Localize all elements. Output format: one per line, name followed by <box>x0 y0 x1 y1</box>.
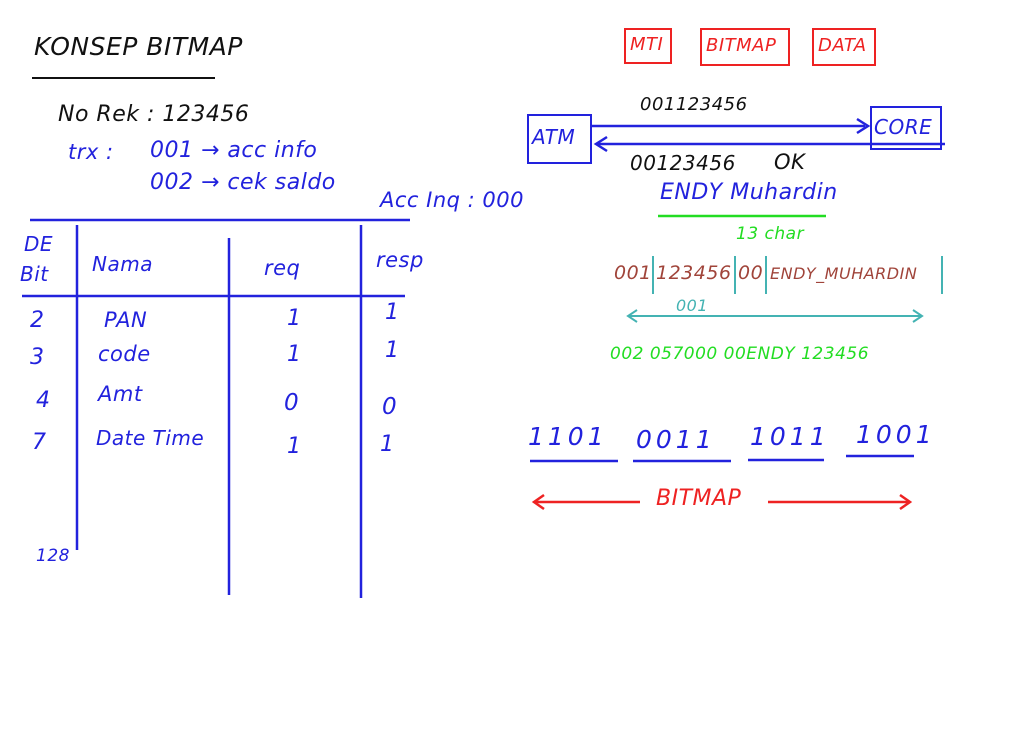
row-bit: 2 <box>30 308 45 333</box>
row-resp: 1 <box>380 432 395 457</box>
data-box <box>812 28 876 66</box>
bitmap-group-2: 0011 <box>636 425 716 454</box>
bitmap-group-1: 1101 <box>528 422 608 451</box>
header-resp: resp <box>376 248 424 272</box>
trx-item-acc-info: 001 → acc info <box>150 138 318 163</box>
bitmap-box <box>700 28 790 66</box>
bitmap-arrow-head-right <box>899 493 913 511</box>
bitmap-group-3: 1011 <box>750 422 830 451</box>
segment-account: 123456 <box>656 262 732 284</box>
span-label: 001 <box>676 296 709 315</box>
header-nama: Nama <box>92 252 153 276</box>
row-nama: Amt <box>98 382 143 406</box>
row-nama: code <box>98 342 151 366</box>
header-bit: Bit <box>20 262 49 286</box>
row-req: 0 <box>284 390 300 416</box>
atm-node <box>527 114 592 164</box>
row-req: 1 <box>287 342 302 367</box>
row-bit: 7 <box>32 430 47 455</box>
core-node <box>870 106 942 150</box>
data-label: DATA <box>818 35 867 56</box>
bitmap-span-label: BITMAP <box>656 486 742 511</box>
span-arrow-head-left <box>626 309 638 323</box>
row-nama: PAN <box>104 308 148 332</box>
atm-label: ATM <box>532 125 576 149</box>
response-arrow-head <box>593 135 608 153</box>
bitmap-arrow-head-left <box>531 493 545 511</box>
row-req: 1 <box>287 306 302 331</box>
segment-name: ENDY_MUHARDIN <box>770 264 918 283</box>
header-req: req <box>264 256 301 280</box>
mti-box <box>624 28 672 64</box>
customer-name: ENDY Muhardin <box>660 180 838 205</box>
row-nama: Date Time <box>96 426 205 450</box>
bitmap-group-4: 1001 <box>856 420 936 449</box>
response-status: OK <box>774 150 806 174</box>
bitmap-part-label: BITMAP <box>706 35 777 56</box>
core-label: CORE <box>874 115 933 139</box>
row-resp: 1 <box>385 338 400 363</box>
last-bit-number: 128 <box>36 546 70 566</box>
segment-code: 00 <box>738 262 764 284</box>
trx-label: trx : <box>68 140 114 164</box>
second-message: 002 057000 00ENDY 123456 <box>610 344 870 364</box>
account-number: No Rek : 123456 <box>58 102 250 127</box>
segment-mti: 001 <box>614 262 652 284</box>
span-arrow-head-right <box>912 309 924 323</box>
char-count: 13 char <box>736 224 805 244</box>
trx-item-cek-saldo: 002 → cek saldo <box>150 170 336 195</box>
mti-label: MTI <box>630 34 664 55</box>
row-bit: 4 <box>36 388 51 413</box>
acc-inquiry-code: Acc Inq : 000 <box>380 188 524 212</box>
response-message: 00123456 <box>630 151 736 175</box>
page-title: KONSEP BITMAP <box>34 32 243 61</box>
row-req: 1 <box>287 434 302 459</box>
request-message: 001123456 <box>640 94 748 115</box>
row-resp: 1 <box>385 300 400 325</box>
row-resp: 0 <box>382 394 398 420</box>
row-bit: 3 <box>30 345 45 370</box>
header-de: DE <box>24 232 54 256</box>
request-arrow-head <box>856 117 871 135</box>
